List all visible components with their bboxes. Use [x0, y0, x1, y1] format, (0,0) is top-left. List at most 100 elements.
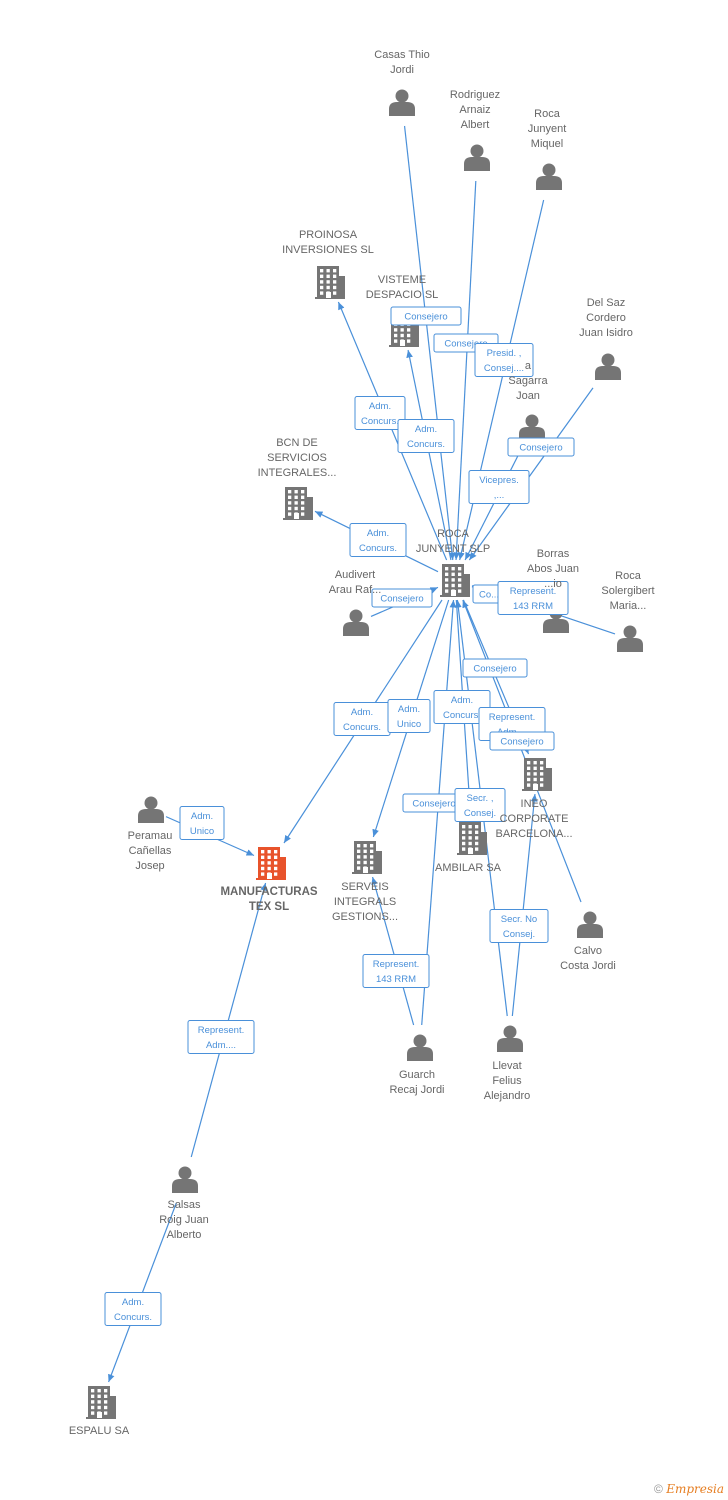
edge-label-21[interactable]: Represent.143 RRM	[362, 954, 430, 988]
edge-label-box	[462, 658, 528, 678]
person-icon-sagarra[interactable]	[519, 414, 545, 442]
company-icon-ambilar[interactable]	[457, 822, 487, 855]
edge-label-8[interactable]: Consejero	[371, 588, 433, 608]
edge-label-13[interactable]: Adm.Unico	[387, 699, 431, 733]
company-icon-ineo[interactable]	[522, 758, 552, 791]
edge-label-text: Adm.	[367, 528, 389, 539]
edge-label-text: Consejero	[500, 737, 543, 748]
person-icon-guarch[interactable]	[407, 1034, 433, 1062]
person-icon-audivert[interactable]	[343, 609, 369, 637]
node-label-line: Arnaiz	[459, 104, 491, 116]
edge-rocajunyent-visteme	[406, 349, 452, 561]
node-label-line: Alberto	[166, 1229, 202, 1241]
edge-label-text: Secr. No	[501, 914, 537, 925]
edge-label-10[interactable]: Represent.143 RRM	[497, 581, 569, 615]
edge-label-2[interactable]: Presid. ,Consej....	[474, 343, 534, 377]
node-label-line: Juan Isidro	[579, 327, 633, 339]
edge-label-7[interactable]: Adm.Concurs.	[349, 523, 407, 557]
company-icon-manufacturas[interactable]	[256, 847, 286, 880]
edge-label-text: Consejero	[412, 799, 455, 810]
edge-label-16[interactable]: Consejero	[489, 731, 555, 751]
node-label-espalu[interactable]: ESPALU SA	[69, 1424, 129, 1439]
edge-label-text: Co...	[479, 590, 499, 601]
edge-label-box	[497, 581, 569, 615]
edge-label-4[interactable]: Adm.Concurs.	[397, 419, 455, 453]
node-label-line: Llevat	[492, 1060, 522, 1072]
edge-label-text: Unico	[190, 826, 214, 837]
company-icon-bcn[interactable]	[283, 487, 313, 520]
edge-rocajunyent-proinosa	[337, 301, 448, 561]
node-label-line: Cordero	[586, 312, 626, 324]
edge-label-text: Adm.	[369, 401, 391, 412]
edge-label-19[interactable]: Adm.Unico	[179, 806, 225, 840]
company-icon-rocajunyent[interactable]	[440, 564, 470, 597]
person-icon-calvo[interactable]	[577, 911, 603, 939]
edge-label-11[interactable]: Consejero	[462, 658, 528, 678]
edge-label-text: Adm.	[351, 707, 373, 718]
edge-label-text: Consej.	[503, 929, 535, 940]
edge-label-text: Unico	[397, 719, 421, 730]
person-icon-peramau[interactable]	[138, 796, 164, 824]
edge-label-text: ,...	[494, 490, 505, 501]
person-icon-llevat[interactable]	[497, 1025, 523, 1053]
edge-label-box	[187, 1020, 255, 1054]
node-label-line: Guarch	[398, 1069, 436, 1081]
node-label-line: AMBILAR SA	[434, 862, 502, 874]
edge-label-23[interactable]: Adm.Concurs.	[104, 1292, 162, 1326]
edge-label-5[interactable]: Consejero	[507, 437, 575, 457]
node-label-line: GESTIONS...	[331, 911, 399, 923]
node-label-line: INEO	[520, 798, 548, 810]
node-label-line: Casas Thio	[374, 49, 430, 61]
person-icon-delsaz[interactable]	[595, 353, 621, 381]
person-icon-rocamiquel[interactable]	[536, 163, 562, 191]
node-label-line: Audivert	[334, 569, 376, 581]
company-icon-proinosa[interactable]	[315, 266, 345, 299]
person-icon-salsas[interactable]	[172, 1166, 198, 1194]
edge-label-3[interactable]: Adm.Concurs.	[354, 396, 406, 430]
copyright-symbol: ©	[654, 1482, 663, 1496]
edge-label-18[interactable]: Secr. ,Consej.	[454, 788, 506, 822]
person-icon-rocasol[interactable]	[617, 625, 643, 653]
edge-label-12[interactable]: Adm. Concurs.	[333, 702, 391, 736]
node-label-ambilar[interactable]: AMBILAR SA	[435, 861, 501, 876]
empresia-logo[interactable]: Empresia	[666, 1482, 724, 1496]
edge-label-text: Consejero	[519, 443, 562, 454]
edge-label-box	[474, 343, 534, 377]
company-icon-serveis[interactable]	[352, 841, 382, 874]
edge-label-22[interactable]: Represent.Adm....	[187, 1020, 255, 1054]
person-icon-rodriguez[interactable]	[464, 144, 490, 172]
node-label-line: VISTEME	[377, 274, 427, 286]
node-label-line: Solergibert	[601, 585, 655, 597]
company-icon-espalu[interactable]	[86, 1386, 116, 1419]
edge-label-text: Concurs.	[343, 722, 381, 733]
edge-label-20[interactable]: Secr. No Consej.	[489, 909, 549, 943]
edge-label-6[interactable]: Vicepres.,...	[468, 470, 530, 504]
edge-label-box	[104, 1292, 162, 1326]
node-label-line: Arau Raf...	[328, 584, 382, 596]
edge-label-text: Presid. ,	[487, 348, 522, 359]
edge-sagarra-rocajunyent	[464, 450, 521, 561]
person-icon-casas[interactable]	[389, 89, 415, 117]
edge-label-0[interactable]: Consejero	[390, 306, 462, 326]
edge-label-box	[454, 788, 506, 822]
